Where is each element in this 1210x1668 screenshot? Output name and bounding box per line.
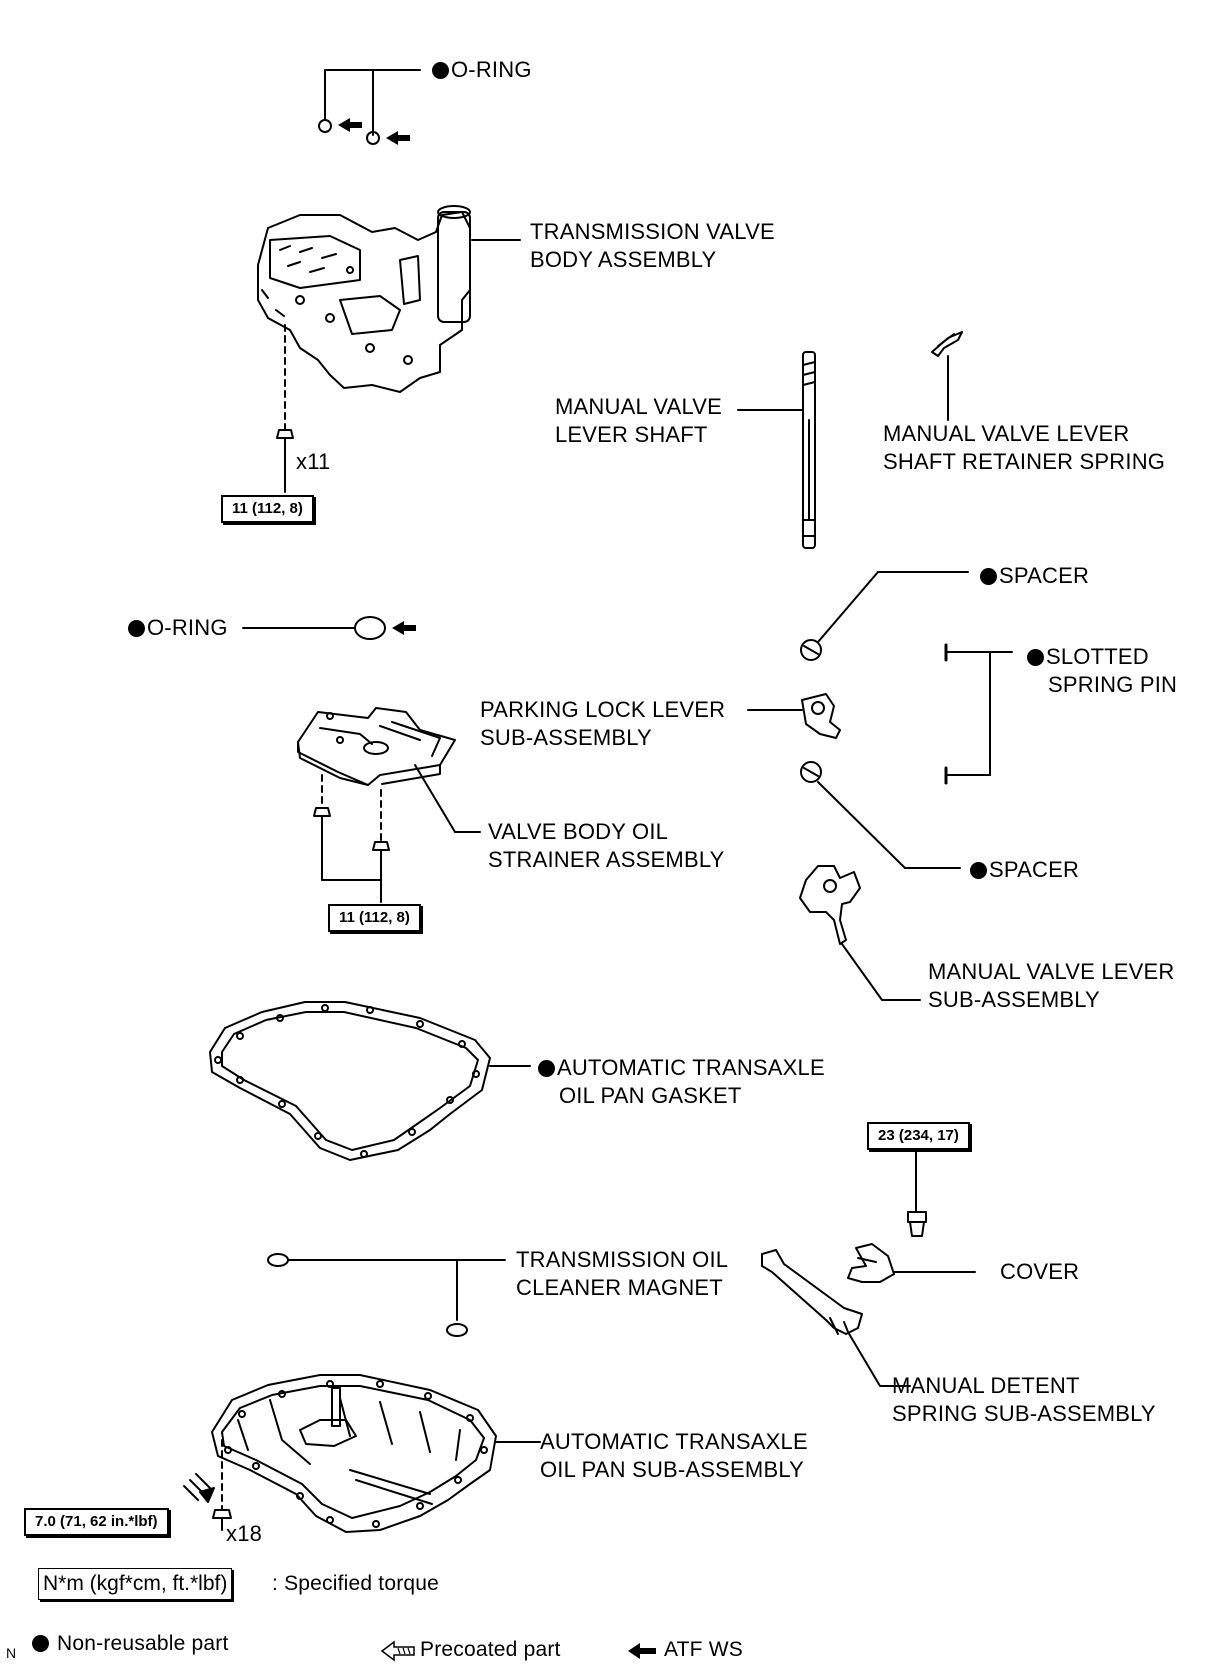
mid-oring-drawing	[354, 616, 386, 640]
precoated-marker-oil-pan	[183, 1473, 215, 1503]
cover-bolt-drawing	[907, 1211, 927, 1237]
strainer-bolt2	[372, 841, 390, 881]
label-cover: COVER	[1000, 1259, 1080, 1284]
label-retainer-line2: SHAFT RETAINER SPRING	[883, 449, 1166, 474]
non-reusable-dot-icon	[32, 1635, 49, 1652]
top-oring-right	[366, 131, 380, 145]
spacer-bottom-leader-diag	[817, 781, 906, 869]
valve-body-bolt	[276, 429, 294, 456]
legend-torque-unit-box: N*m (kgf*cm, ft.*lbf)	[38, 1568, 233, 1600]
gasket-drawing	[209, 1001, 491, 1161]
label-valve-body: TRANSMISSION VALVE BODY ASSEMBLY	[530, 218, 775, 274]
legend-atf: ATF WS	[664, 1638, 743, 1661]
manual-lever-drawing	[799, 865, 861, 945]
label-detent-line1: MANUAL DETENT	[892, 1373, 1080, 1398]
label-oring-top: O-RING	[432, 56, 532, 84]
label-manual-lever-line2: SUB-ASSEMBLY	[928, 987, 1100, 1012]
non-reusable-dot-icon	[538, 1060, 555, 1077]
non-reusable-dot-icon	[980, 568, 997, 585]
label-oil-pan: AUTOMATIC TRANSAXLE OIL PAN SUB-ASSEMBLY	[540, 1428, 808, 1484]
label-spacer-top: SPACER	[980, 562, 1089, 590]
valve-body-drawing	[257, 205, 471, 393]
label-magnet-line2: CLEANER MAGNET	[516, 1275, 723, 1300]
magnet-top-drawing	[267, 1253, 289, 1267]
label-slotted-pin: SLOTTED SPRING PIN	[1027, 643, 1177, 699]
label-lever-shaft: MANUAL VALVE LEVER SHAFT	[555, 393, 722, 449]
label-gasket-line2: OIL PAN GASKET	[559, 1083, 742, 1108]
detent-spring-leader	[847, 1331, 911, 1387]
label-slotted-line1: SLOTTED	[1046, 644, 1149, 669]
label-magnet-line1: TRANSMISSION OIL	[516, 1247, 729, 1272]
strainer-drawing	[297, 707, 456, 786]
qty-oil-pan-bolts: x18	[226, 1521, 263, 1546]
manual-lever-leader	[841, 943, 921, 1001]
label-parking-line2: SUB-ASSEMBLY	[480, 725, 652, 750]
non-reusable-dot-icon	[970, 862, 987, 879]
label-valve-body-line1: TRANSMISSION VALVE	[530, 219, 775, 244]
label-parking-line1: PARKING LOCK LEVER	[480, 697, 726, 722]
label-retainer-spring: MANUAL VALVE LEVER SHAFT RETAINER SPRING	[883, 420, 1165, 476]
label-detent-spring: MANUAL DETENT SPRING SUB-ASSEMBLY	[892, 1372, 1156, 1428]
magnet-bottom-drawing	[446, 1323, 468, 1337]
spacer-top-leader-diag	[817, 571, 879, 643]
label-retainer-line1: MANUAL VALVE LEVER	[883, 421, 1130, 446]
atf-arrow-top-right	[386, 131, 410, 145]
label-oring-mid: O-RING	[128, 614, 228, 642]
top-oring-left	[318, 119, 332, 133]
slotted-pin-bracket	[947, 651, 1013, 776]
top-oring-bracket	[324, 69, 421, 136]
torque-oil-pan: 7.0 (71, 62 in.*lbf)	[24, 1508, 169, 1536]
retainer-spring-drawing	[931, 331, 963, 357]
torque-strainer: 11 (112, 8)	[328, 904, 421, 932]
spacer-top-drawing	[800, 639, 822, 661]
detent-spring-drawing	[761, 1249, 863, 1335]
oil-pan-drawing	[211, 1374, 497, 1533]
label-slotted-line2: SPRING PIN	[1048, 672, 1178, 697]
legend-precoated: Precoated part	[420, 1638, 561, 1661]
non-reusable-dot-icon	[432, 62, 449, 79]
cover-drawing	[847, 1243, 895, 1283]
lever-shaft-drawing	[802, 351, 816, 549]
label-valve-body-line2: BODY ASSEMBLY	[530, 247, 717, 272]
spacer-bottom-drawing	[800, 761, 822, 783]
oil-pan-bolt	[212, 1509, 232, 1531]
label-lever-shaft-line2: LEVER SHAFT	[555, 422, 708, 447]
atf-arrow-top-left	[338, 118, 362, 132]
corner-mark: N	[6, 1645, 17, 1661]
label-gasket-line1: AUTOMATIC TRANSAXLE	[557, 1055, 825, 1080]
label-strainer: VALVE BODY OIL STRAINER ASSEMBLY	[488, 818, 725, 874]
label-lever-shaft-line1: MANUAL VALVE	[555, 394, 723, 419]
label-oil-pan-line1: AUTOMATIC TRANSAXLE	[540, 1429, 808, 1454]
label-spacer-bottom: SPACER	[970, 856, 1079, 884]
label-magnet: TRANSMISSION OIL CLEANER MAGNET	[516, 1246, 728, 1302]
torque-valve-body: 11 (112, 8)	[221, 495, 314, 523]
torque-cover-bolt: 23 (234, 17)	[867, 1122, 970, 1150]
label-gasket: AUTOMATIC TRANSAXLE OIL PAN GASKET	[538, 1054, 825, 1110]
parking-lever-drawing	[801, 693, 841, 739]
qty-valve-body-bolts: x11	[296, 449, 331, 474]
label-strainer-line1: VALVE BODY OIL	[488, 819, 669, 844]
label-manual-lever-line1: MANUAL VALVE LEVER	[928, 959, 1175, 984]
atf-arrow-mid	[392, 621, 416, 635]
label-parking-lever: PARKING LOCK LEVER SUB-ASSEMBLY	[480, 696, 725, 752]
legend-atf-icon	[628, 1643, 656, 1659]
label-detent-line2: SPRING SUB-ASSEMBLY	[892, 1401, 1156, 1426]
legend-torque-desc: : Specified torque	[272, 1572, 440, 1595]
strainer-bolt1	[313, 807, 331, 881]
strainer-leader-diag	[414, 764, 456, 833]
label-oil-pan-line2: OIL PAN SUB-ASSEMBLY	[540, 1457, 805, 1482]
non-reusable-dot-icon	[128, 620, 145, 637]
non-reusable-dot-icon	[1027, 649, 1044, 666]
label-strainer-line2: STRAINER ASSEMBLY	[488, 847, 725, 872]
legend-non-reusable: Non-reusable part	[32, 1630, 229, 1658]
legend-precoated-icon	[380, 1640, 415, 1662]
label-manual-lever: MANUAL VALVE LEVER SUB-ASSEMBLY	[928, 958, 1175, 1014]
